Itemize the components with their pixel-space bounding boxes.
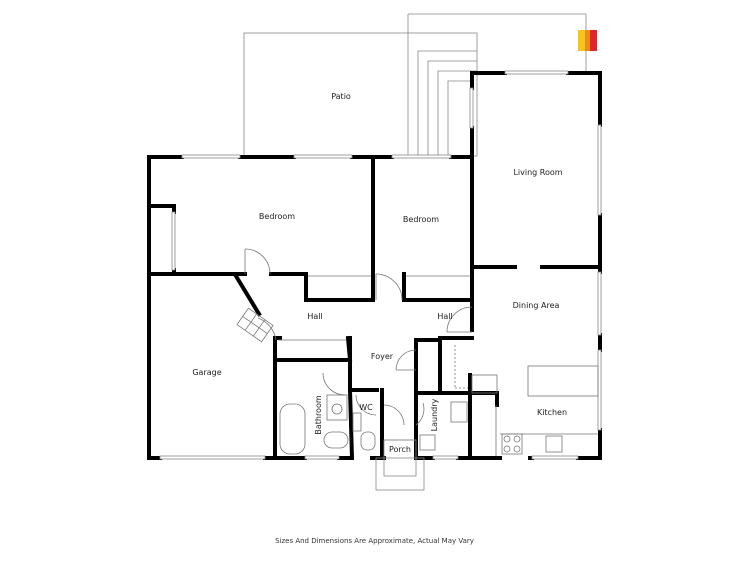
disclaimer-text: Sizes And Dimensions Are Approximate, Ac… [275,537,474,545]
label-dining-area: Dining Area [513,301,560,310]
label-foyer: Foyer [371,352,394,361]
bathtub [279,403,306,455]
toilet-wc [360,431,376,451]
laundry-tub [419,434,436,451]
label-bedroom-2: Bedroom [403,215,439,224]
wc-basin [352,412,362,432]
label-patio: Patio [331,92,351,101]
label-laundry: Laundry [430,398,439,431]
brand-logo [578,30,597,51]
windows [159,70,602,460]
walls [147,71,602,461]
patio-outline [243,13,587,157]
room-labels: Patio Living Room Bedroom Bedroom Hall H… [192,92,567,454]
label-living-room: Living Room [513,168,562,177]
porch-outline [375,439,425,491]
label-kitchen: Kitchen [537,408,567,417]
kitchen-island [527,365,599,397]
fixtures [279,345,599,456]
bathroom-vanity [326,394,348,421]
label-porch: Porch [389,445,411,454]
toilet-bath [323,431,349,449]
label-bedroom-1: Bedroom [259,212,295,221]
label-garage: Garage [192,368,221,377]
label-wc: WC [359,403,373,412]
label-hall-1: Hall [307,312,322,321]
kitchen-sink [545,435,563,453]
label-hall-2: Hall [437,312,452,321]
label-bathroom: Bathroom [314,395,323,435]
